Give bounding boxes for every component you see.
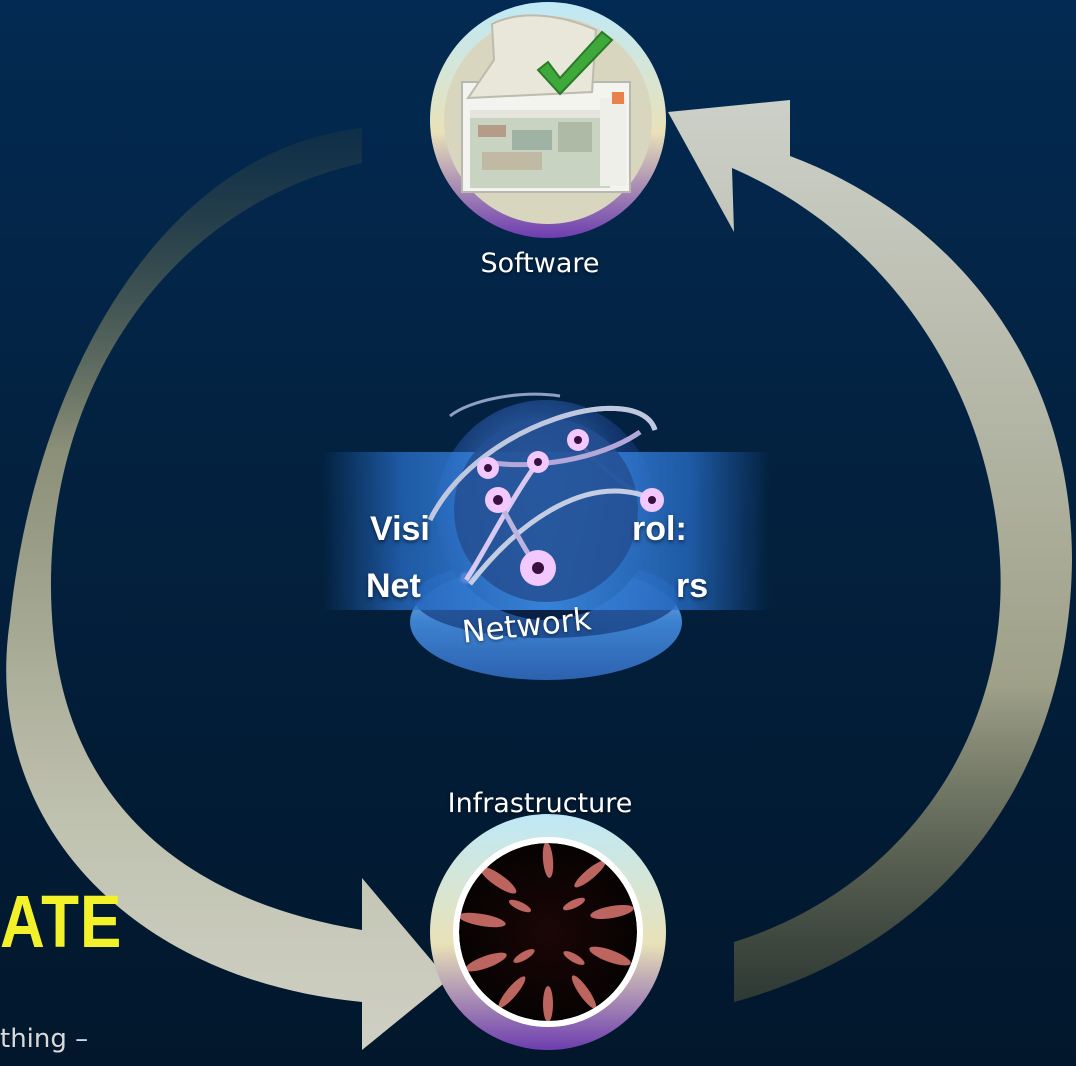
center-title-line1-left: Visi — [370, 510, 430, 548]
center-title-line2-right: rs — [676, 567, 709, 605]
infrastructure-node — [430, 814, 666, 1050]
center-title-line2-left: Net — [366, 567, 421, 605]
right-cycle-arrow — [668, 100, 1072, 1002]
left-cycle-arrow — [6, 128, 448, 1050]
checkmark-icon — [536, 30, 614, 96]
center-title-line1-right: rol: — [632, 510, 687, 548]
brand-wordmark: ATE — [0, 881, 123, 964]
brand-tagline: thing – — [0, 1024, 89, 1054]
software-label: Software — [480, 248, 600, 279]
software-node — [430, 2, 666, 238]
infrastructure-label: Infrastructure — [447, 788, 633, 819]
